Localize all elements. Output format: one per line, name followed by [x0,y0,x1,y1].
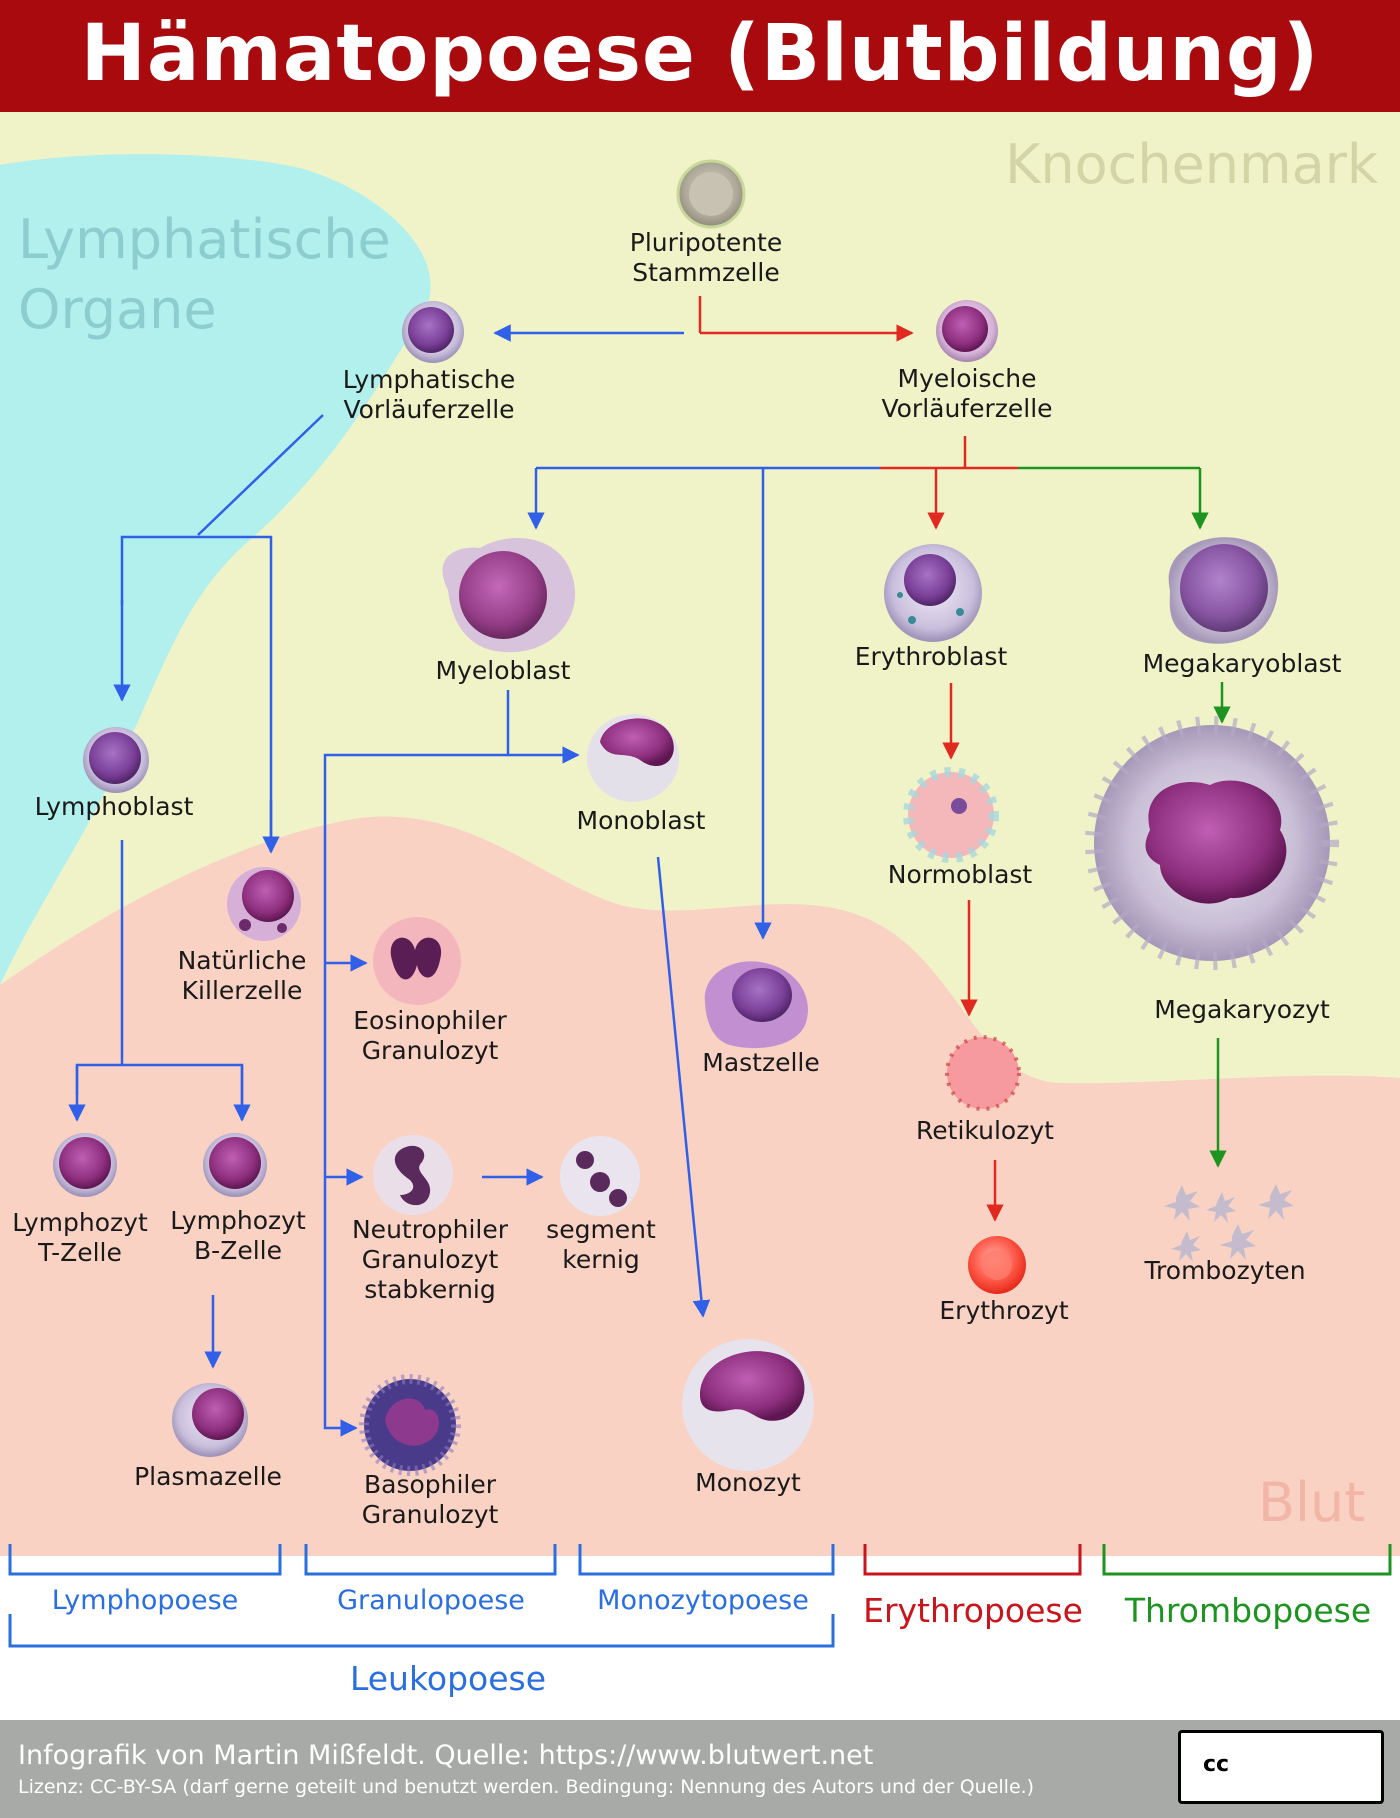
basophil-cell [359,1374,461,1476]
stem-cell [676,159,746,229]
eosinophil-cell [373,917,461,1005]
b-lymphocyte-cell [203,1133,267,1197]
plasma-cell [172,1383,248,1457]
label-b-lymphocyte: Lymphozyt B-Zelle [170,1206,306,1265]
label-myeloid-progenitor: Myeloische Vorläuferzelle [881,364,1053,423]
page-title: Hämatopoese (Blutbildung) [0,0,1400,112]
by-label: BY [1287,1785,1306,1800]
t-lymphocyte-cell [53,1133,117,1197]
label-myeloblast: Myeloblast [435,656,571,685]
normoblast-cell [903,767,999,863]
label-erythroblast: Erythroblast [854,642,1008,671]
lineage-connectors [68,296,1231,1437]
category-leukopoese: Leukopoese [349,1659,547,1698]
category-granulopoese: Granulopoese [337,1585,525,1616]
label-mast-cell: Mastzelle [702,1048,820,1077]
megakaryocyte-cell [1085,716,1339,970]
footer-credit: Infografik von Martin Mißfeldt. Quelle: … [18,1740,874,1771]
label-megakaryoblast: Megakaryoblast [1142,649,1342,678]
category-brackets [8,1544,1392,1648]
megakaryoblast-cell [1168,537,1279,644]
band-neutrophil-cell [373,1135,453,1215]
category-erythropoese: Erythropoese [863,1591,1083,1630]
label-monoblast: Monoblast [576,806,706,835]
thrombocytes [1164,1184,1294,1262]
lymphatic-progenitor-cell [402,301,464,363]
label-erythrocyte: Erythrozyt [939,1296,1069,1325]
erythroblast-cell [884,544,982,642]
label-thrombocytes: Trombozyten [1144,1256,1306,1285]
label-megakaryocyte: Megakaryozyt [1154,995,1330,1024]
label-natural-killer-cell: Natürliche Killerzelle [177,946,307,1005]
label-t-lymphocyte: Lymphozyt T-Zelle [12,1208,148,1267]
white-area [0,1556,1400,1720]
label-normoblast: Normoblast [887,860,1033,889]
monoblast-cell [587,714,679,802]
segmented-neutrophil-cell [560,1136,640,1216]
blood-region [0,816,1400,1556]
category-thrombopoese: Thrombopoese [1124,1591,1372,1630]
label-pluripotent-stem-cell: Pluripotente Stammzelle [629,228,783,287]
reticulocyte-cell [945,1035,1021,1111]
region-label-lymphatic-organs: Lymphatische Organe [18,208,391,341]
cc-by-sa-badge: cc BY SA [1178,1730,1384,1804]
label-segmented-neutrophil: segment kernig [546,1215,656,1274]
label-reticulocyte: Retikulozyt [916,1116,1054,1145]
myeloid-progenitor-cell [936,300,998,362]
label-lymphoblast: Lymphoblast [34,792,194,821]
label-plasma-cell: Plasmazelle [134,1462,282,1491]
natural-killer-cell [227,867,301,941]
label-monocyte: Monozyt [695,1468,801,1497]
sa-label: SA [1329,1785,1349,1800]
category-monozytopoese: Monozytopoese [597,1585,809,1616]
monocyte-cell [682,1339,814,1471]
region-label-blood: Blut [1258,1471,1366,1534]
footer-bar [0,1720,1400,1818]
label-eosinophil: Eosinophiler Granulozyt [353,1006,507,1065]
myeloblast-cell [442,538,576,653]
label-band-neutrophil: Neutrophiler Granulozyt stabkernig [351,1215,509,1304]
region-label-bone-marrow: Knochenmark [1005,133,1379,196]
footer-license: Lizenz: CC-BY-SA (darf gerne geteilt und… [18,1776,1035,1798]
mast-cell [704,961,808,1049]
lymphoblast-cell [83,727,149,793]
label-basophil: Basophiler Granulozyt [361,1470,499,1529]
label-lymphatic-progenitor: Lymphatische Vorläuferzelle [342,365,516,424]
cc-icon: cc [1203,1752,1230,1777]
category-lymphopoese: Lymphopoese [51,1585,239,1616]
erythrocyte-cell [968,1236,1026,1294]
